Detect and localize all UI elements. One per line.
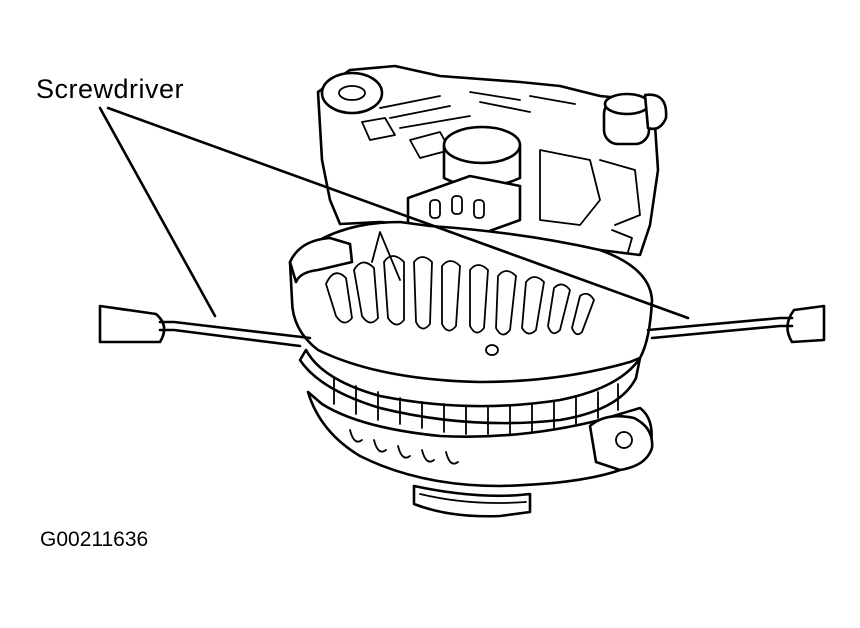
leader-lines [98, 106, 690, 320]
bottom-housing [306, 390, 654, 518]
stator-ring [298, 348, 642, 435]
rear-housing [316, 64, 668, 257]
screwdriver-callout-label: Screwdriver [36, 74, 185, 104]
front-housing [288, 220, 654, 384]
screwdriver-left [98, 304, 312, 348]
screwdriver-right [646, 304, 826, 344]
figure-id: G00211636 [40, 528, 149, 551]
